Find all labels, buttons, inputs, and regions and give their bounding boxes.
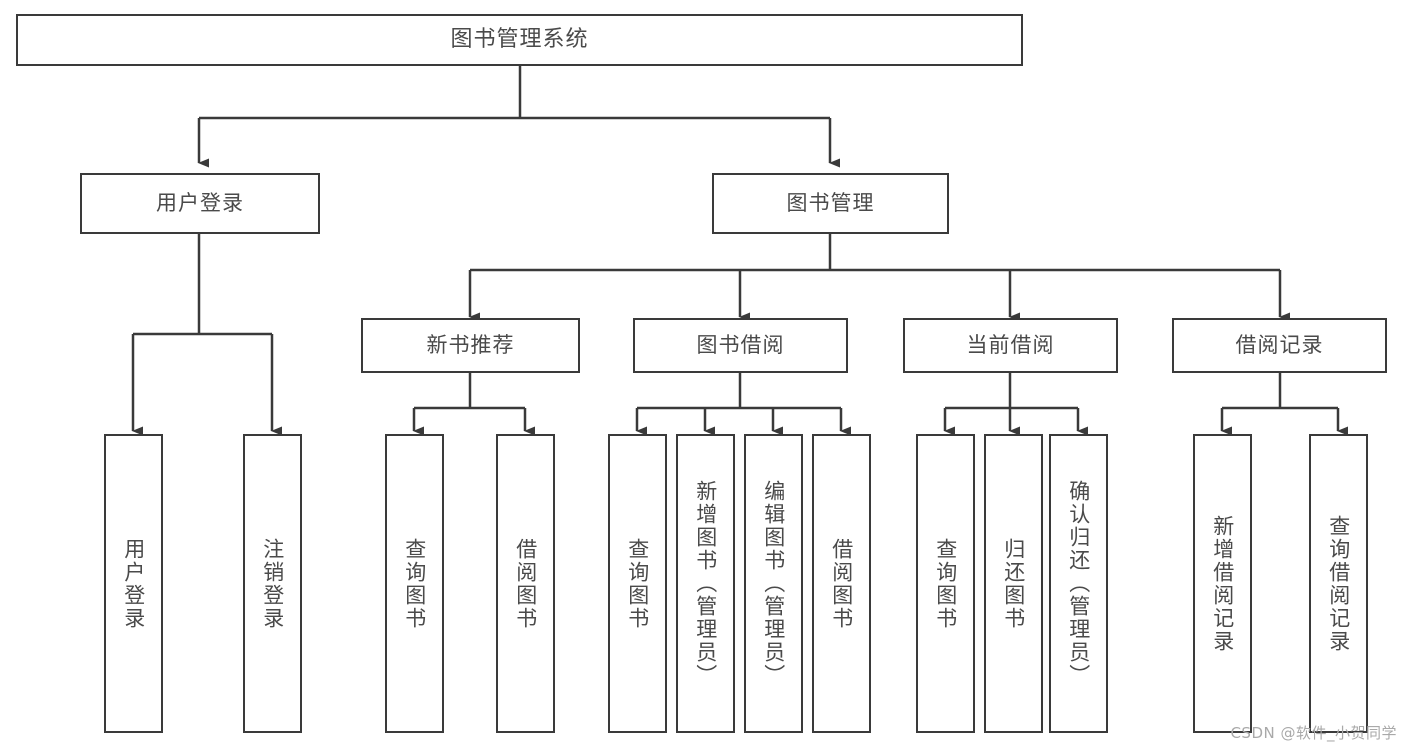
node-label: 查询图书 [402, 537, 427, 630]
leaf-return-book[interactable]: 归还图书 [984, 434, 1043, 733]
node-label: 借阅图书 [513, 537, 538, 630]
node-label: 借阅图书 [829, 537, 854, 630]
node-label: 用户登录 [156, 190, 244, 215]
leaf-query-borrow-record[interactable]: 查询借阅记录 [1309, 434, 1368, 733]
leaf-confirm-return-admin[interactable]: 确认归还（管理员） [1049, 434, 1108, 733]
node-label: 借阅记录 [1235, 332, 1324, 357]
leaf-add-book-admin[interactable]: 新增图书（管理员） [676, 434, 735, 733]
leaf-edit-book-admin[interactable]: 编辑图书（管理员） [744, 434, 803, 733]
node-label: 用户登录 [121, 537, 146, 630]
leaf-query-book-current[interactable]: 查询图书 [916, 434, 975, 733]
node-label: 确认归还（管理员） [1066, 480, 1091, 687]
node-book-borrow[interactable]: 图书借阅 [633, 318, 848, 373]
node-label: 注销登录 [260, 537, 285, 630]
leaf-query-book-borrow[interactable]: 查询图书 [608, 434, 667, 733]
leaf-borrow-book[interactable]: 借阅图书 [812, 434, 871, 733]
leaf-query-book-recommend[interactable]: 查询图书 [385, 434, 444, 733]
node-label: 新增借阅记录 [1210, 514, 1235, 653]
node-label: 当前借阅 [966, 332, 1055, 357]
node-label: 查询图书 [625, 537, 650, 630]
leaf-borrow-book-recommend[interactable]: 借阅图书 [496, 434, 555, 733]
node-label: 编辑图书（管理员） [761, 480, 786, 687]
node-root-book-management-system[interactable]: 图书管理系统 [16, 14, 1023, 66]
node-label: 新增图书（管理员） [693, 480, 718, 687]
node-label: 图书管理 [786, 190, 875, 215]
leaf-user-login[interactable]: 用户登录 [104, 434, 163, 733]
node-label: 查询图书 [933, 537, 958, 630]
watermark-text: CSDN @软件_小贺同学 [1230, 724, 1397, 742]
node-book-management[interactable]: 图书管理 [712, 173, 949, 234]
node-label: 图书管理系统 [450, 26, 589, 52]
node-user-login[interactable]: 用户登录 [80, 173, 320, 234]
leaf-user-logout[interactable]: 注销登录 [243, 434, 302, 733]
node-label: 新书推荐 [426, 332, 515, 357]
node-label: 归还图书 [1001, 537, 1026, 630]
node-borrow-records[interactable]: 借阅记录 [1172, 318, 1387, 373]
node-new-book-recommend[interactable]: 新书推荐 [361, 318, 580, 373]
node-current-borrow[interactable]: 当前借阅 [903, 318, 1118, 373]
node-label: 查询借阅记录 [1326, 514, 1351, 653]
node-label: 图书借阅 [696, 332, 785, 357]
leaf-add-borrow-record[interactable]: 新增借阅记录 [1193, 434, 1252, 733]
